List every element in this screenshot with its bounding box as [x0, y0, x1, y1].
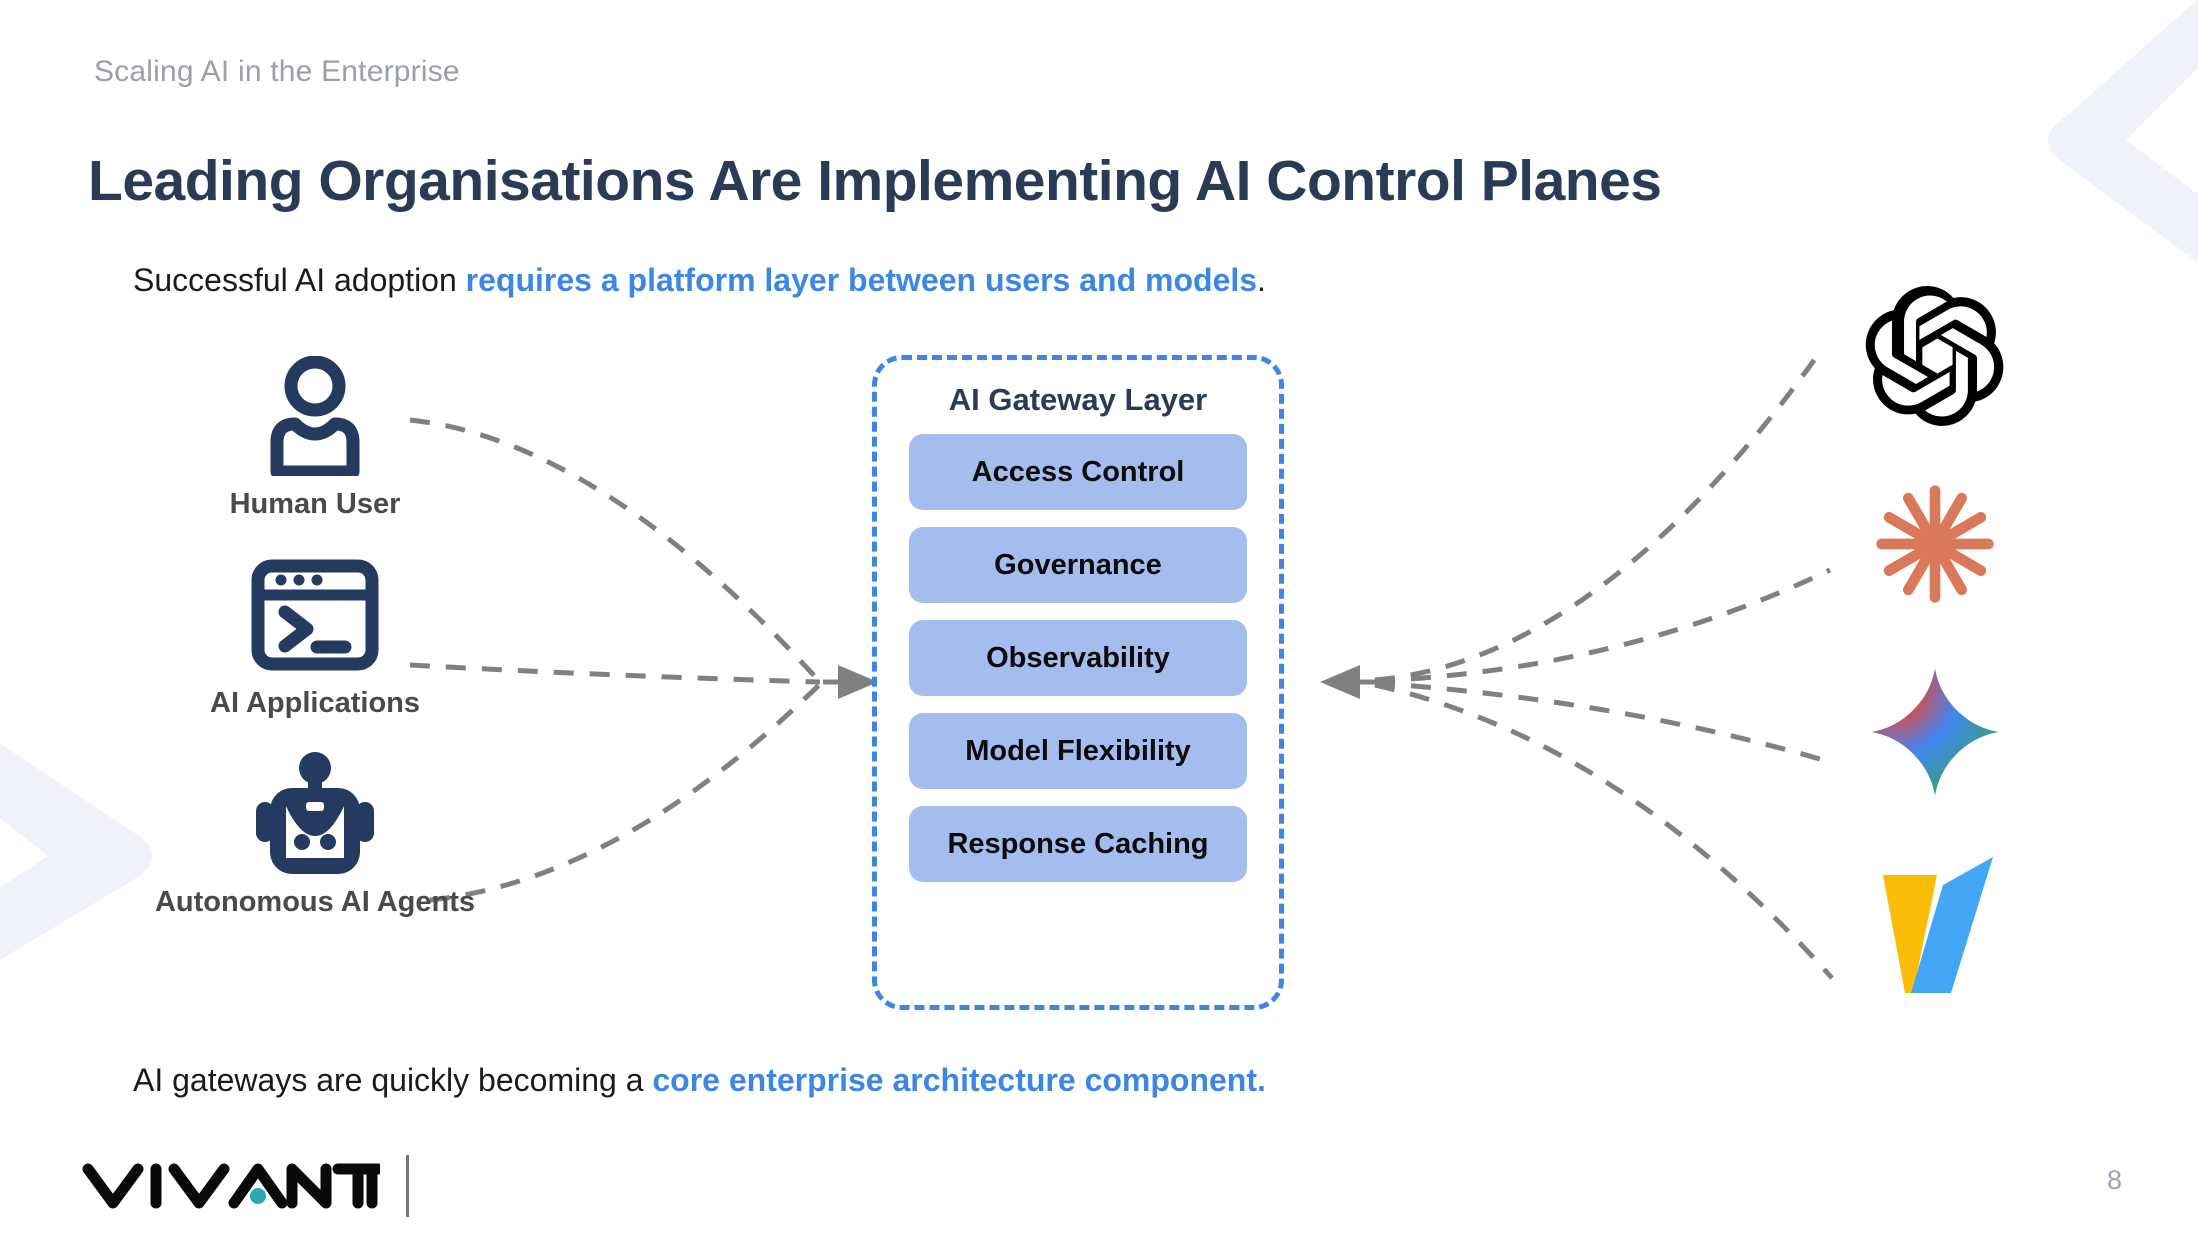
page-title: Leading Organisations Are Implementing A…: [88, 149, 1662, 214]
capability-response-caching[interactable]: Response Caching: [909, 806, 1247, 882]
source-column: Human User AI Applications: [150, 350, 480, 947]
user-icon: [150, 350, 480, 482]
terminal-window-icon: [150, 549, 480, 681]
source-item-ai-applications: AI Applications: [150, 549, 480, 720]
lede-period: .: [1257, 262, 1266, 298]
outro-sentence: AI gateways are quickly becoming a core …: [133, 1062, 1266, 1099]
eyebrow-text: Scaling AI in the Enterprise: [94, 55, 460, 88]
capability-observability[interactable]: Observability: [909, 620, 1247, 696]
capability-access-control[interactable]: Access Control: [909, 434, 1247, 510]
claude-logo: [1871, 480, 1999, 608]
vertex-ai-logo: [1865, 845, 2005, 995]
source-label: Autonomous AI Agents: [154, 886, 476, 918]
source-item-autonomous-ai-agents: Autonomous AI Agents: [150, 748, 480, 919]
page-number: 8: [2106, 1165, 2122, 1195]
robot-icon: [150, 748, 480, 880]
provider-gemini: [1830, 638, 2040, 826]
provider-claude: [1830, 450, 2040, 638]
provider-openai: [1830, 262, 2040, 450]
source-label: AI Applications: [210, 687, 420, 719]
outro-highlight: core enterprise architecture component.: [652, 1062, 1266, 1098]
provider-column: [1830, 262, 2040, 1014]
brand-accent-dot: [250, 1188, 266, 1204]
outro-plain: AI gateways are quickly becoming a: [133, 1062, 653, 1098]
brand-logo: [80, 1155, 409, 1217]
source-label: Human User: [229, 488, 401, 520]
ai-gateway-layer-panel: AI Gateway Layer Access Control Governan…: [872, 355, 1284, 1010]
lede-plain: Successful AI adoption: [133, 262, 466, 298]
lede-sentence: Successful AI adoption requires a platfo…: [133, 262, 1266, 299]
brand-divider: [406, 1155, 409, 1217]
capability-governance[interactable]: Governance: [909, 527, 1247, 603]
source-item-human-user: Human User: [150, 350, 480, 521]
provider-vertex-ai: [1830, 826, 2040, 1014]
openai-logo: [1865, 285, 2005, 427]
gateway-title: AI Gateway Layer: [948, 382, 1208, 417]
watermark-chevron-top-right: [2008, 0, 2198, 270]
capability-model-flexibility[interactable]: Model Flexibility: [909, 713, 1247, 789]
lede-highlight: requires a platform layer between users …: [465, 262, 1258, 298]
gemini-logo: [1869, 666, 2001, 798]
